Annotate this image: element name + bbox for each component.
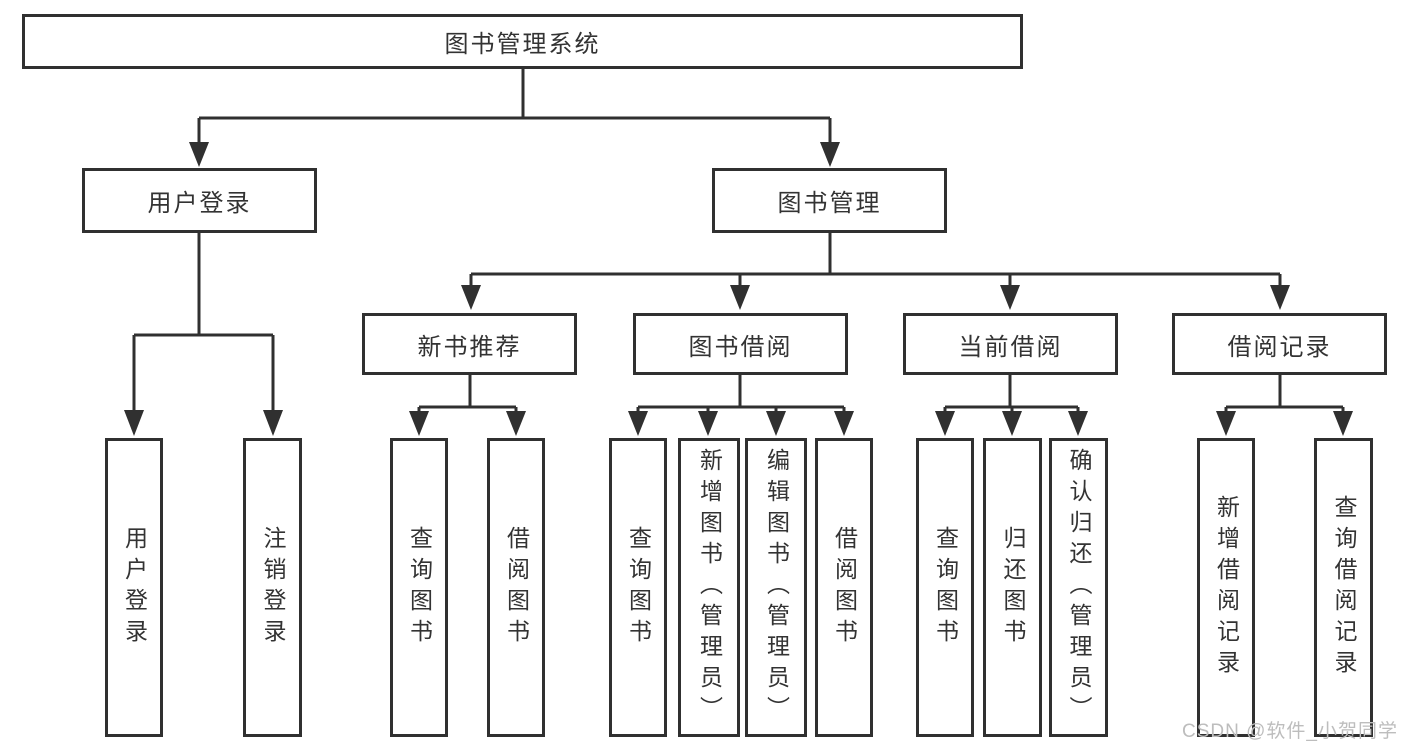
node-user-login-label: 用户登录 [147, 190, 252, 217]
leaf-query-books-recommend: 查询图书 [390, 438, 448, 737]
node-library-management-system: 图书管理系统 [22, 14, 1023, 69]
leaf-user-login-label: 用户登录 [121, 525, 148, 650]
node-current-borrowing: 当前借阅 [903, 313, 1118, 375]
arrowhead-group [124, 142, 1353, 436]
leaf-confirm-return-admin-label: 确认归还（管理员） [1066, 448, 1092, 727]
csdn-watermark: CSDN @软件_小贺同学 [1182, 721, 1398, 742]
leaf-logout: 注销登录 [243, 438, 302, 737]
leaf-query-borrow-record: 查询借阅记录 [1314, 438, 1373, 737]
leaf-borrow-books-recommend: 借阅图书 [487, 438, 545, 737]
leaf-add-borrow-record: 新增借阅记录 [1197, 438, 1255, 737]
leaf-query-books-recommend-label: 查询图书 [406, 525, 433, 650]
node-new-book-recommend: 新书推荐 [362, 313, 577, 375]
leaf-query-books-current: 查询图书 [916, 438, 974, 737]
leaf-user-login: 用户登录 [105, 438, 163, 737]
leaf-confirm-return-admin: 确认归还（管理员） [1049, 438, 1108, 737]
node-book-borrowing: 图书借阅 [633, 313, 848, 375]
node-library-management-system-label: 图书管理系统 [444, 31, 601, 58]
leaf-return-books-label: 归还图书 [1000, 525, 1026, 650]
leaf-borrow-books-recommend-label: 借阅图书 [503, 525, 530, 650]
leaf-add-book-admin-label: 新增图书（管理员） [696, 448, 723, 727]
leaf-edit-book-admin-label: 编辑图书（管理员） [763, 448, 790, 727]
node-borrowing-records: 借阅记录 [1172, 313, 1387, 375]
leaf-query-borrow-record-label: 查询借阅记录 [1331, 494, 1357, 681]
leaf-logout-label: 注销登录 [260, 525, 286, 650]
node-book-management-label: 图书管理 [777, 190, 882, 217]
node-book-management: 图书管理 [712, 168, 947, 233]
leaf-borrow-books: 借阅图书 [815, 438, 873, 737]
node-borrowing-records-label: 借阅记录 [1227, 333, 1332, 361]
node-current-borrowing-label: 当前借阅 [958, 333, 1063, 361]
node-new-book-recommend-label: 新书推荐 [417, 333, 522, 361]
node-book-borrowing-label: 图书借阅 [688, 333, 793, 361]
node-user-login: 用户登录 [82, 168, 317, 233]
leaf-borrow-books-label: 借阅图书 [831, 525, 858, 650]
leaf-add-borrow-record-label: 新增借阅记录 [1213, 494, 1240, 681]
leaf-query-books-current-label: 查询图书 [932, 525, 959, 650]
leaf-edit-book-admin: 编辑图书（管理员） [745, 438, 807, 737]
leaf-return-books: 归还图书 [983, 438, 1042, 737]
leaf-query-books-borrowing: 查询图书 [609, 438, 667, 737]
leaf-add-book-admin: 新增图书（管理员） [678, 438, 740, 737]
leaf-query-books-borrowing-label: 查询图书 [625, 525, 652, 650]
